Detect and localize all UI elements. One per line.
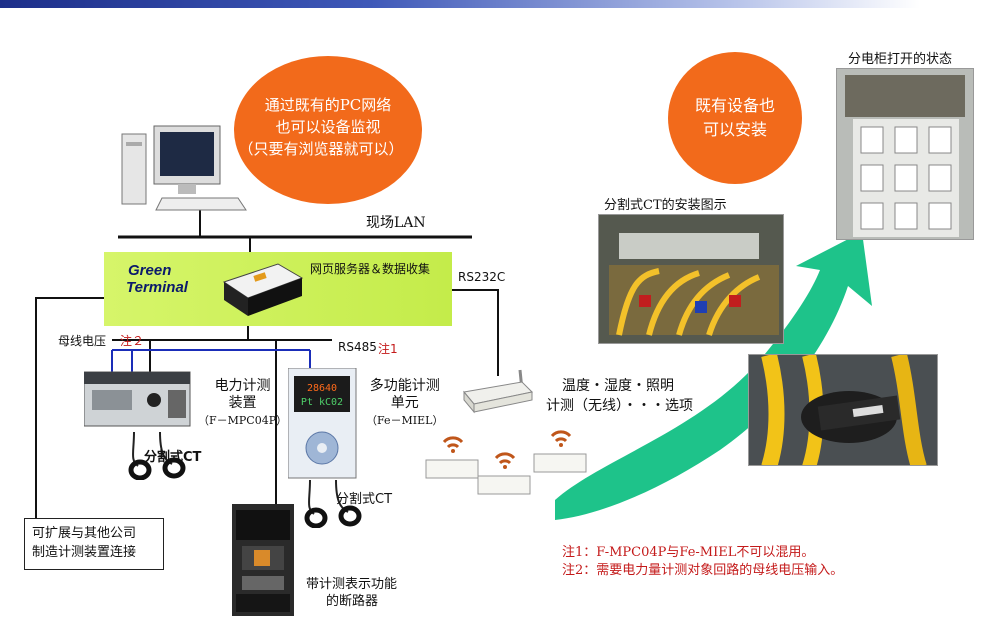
rs485-label: RS485 [338,340,377,354]
multi-meter-label: 多功能计测 单元 （Fe－MIEL） [366,378,443,429]
wireless-option-label: 温度・湿度・照明 计测（无线）・・・选项 [546,376,693,416]
split-ct-label-2: 分割式CT [336,492,393,507]
wireless-gateway-icon [462,368,534,414]
bus-voltage-label: 母线电压 [58,334,107,348]
cabinet-open-caption: 分电柜打开的状态 [848,52,953,67]
expansion-note-text: 可扩展与其他公司 制造计测装置连接 [32,524,136,562]
green-terminal-line2: Terminal [126,279,188,296]
box-line: 制造计测装置连接 [32,545,137,560]
retrofit-callout: 既有设备也 可以安装 [668,52,802,184]
note2-tag: 注２ [120,334,145,348]
meter-display: 28640 Pt kC02 [296,382,348,410]
wireless-sensor-icon [474,444,536,500]
callout-line: 通过既有的PC网络 [264,96,392,114]
split-ct-label-1: 分割式CT [144,450,202,465]
green-terminal-title: Green Terminal [126,262,188,296]
network-monitor-callout: 通过既有的PC网络 也可以设备监视 （只要有浏览器就可以） [234,56,422,204]
pc-computer-icon [118,124,250,214]
power-meter-device-icon [83,366,192,428]
ct-install-photo [598,214,784,344]
label-line: 带计测表示功能 [306,577,398,592]
web-server-label: 网页服务器＆数据收集 [310,262,431,276]
lan-label: 现场LAN [366,215,426,231]
wireless-sensor-icon [422,428,484,484]
ct-closeup-photo [748,354,938,466]
note-line: 注1：F-MPC04P与Fe-MIEL不可以混用。 [562,545,815,560]
rs232c-label: RS232C [458,270,506,284]
label-line: 电力计测 [214,378,271,394]
notes-block: 注1：F-MPC04P与Fe-MIEL不可以混用。 注2：需要电力量计测对象回路… [562,544,843,580]
gateway-device-icon [218,260,304,318]
label-line: 温度・湿度・照明 [562,378,674,394]
label-line: 单元 [390,395,419,411]
meter-display-code: Pt kC02 [300,397,344,408]
cabinet-photo [836,68,974,240]
callout-line: 可以安装 [702,120,767,139]
note-line: 注2：需要电力量计测对象回路的母线电压输入。 [562,563,844,578]
green-terminal-line1: Green [128,262,172,279]
note1-tag: 注1 [378,342,398,356]
label-line: 多功能计测 [369,378,440,394]
power-meter-label: 电力计测 装置 （F－MPC04P） [198,378,287,429]
multi-function-meter-device-icon [287,367,358,480]
label-line: 的断路器 [326,594,379,609]
label-line: （Fe－MIEL） [366,414,444,427]
meter-display-value: 28640 [306,383,338,394]
split-ct-icon [300,479,364,529]
ct-install-caption: 分割式CT的安装图示 [604,198,727,213]
circuit-breaker-icon [232,504,294,616]
title-bar-decoration [0,0,920,8]
wireless-sensor-icon [530,422,592,478]
box-line: 可扩展与其他公司 [32,526,137,541]
callout-line: 既有设备也 [694,96,775,115]
label-line: （F－MPC04P） [198,414,288,427]
split-ct-icon [124,431,188,481]
breaker-label: 带计测表示功能 的断路器 [306,576,397,610]
label-line: 计测（无线）・・・选项 [546,398,693,414]
label-line: 装置 [228,395,257,411]
callout-line: 也可以设备监视 [275,118,381,136]
expansion-note-box [24,518,164,570]
callout-line: （只要有浏览器就可以） [238,140,404,158]
